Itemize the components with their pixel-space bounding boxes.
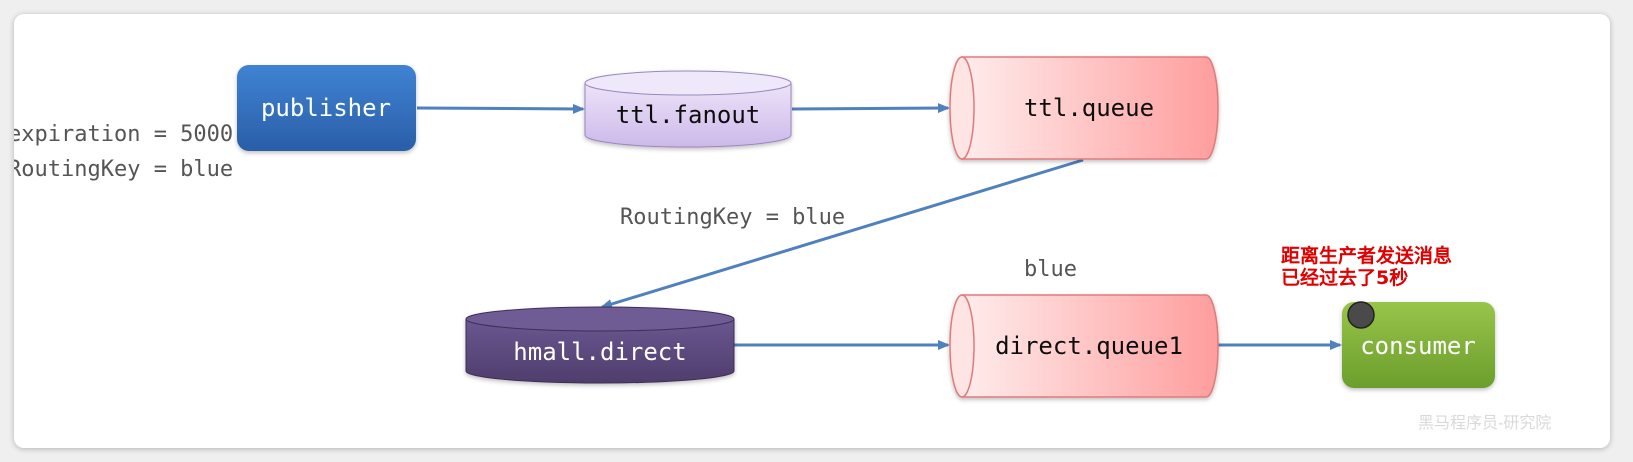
publisher-label: publisher: [261, 94, 391, 122]
consumer-label: consumer: [1360, 332, 1476, 360]
direct-queue1-label: direct.queue1: [995, 332, 1183, 360]
binding-key-label: blue: [1024, 257, 1077, 282]
diagram-svg: publisher ttl.fanout ttl.queue hmall.dir…: [237, 56, 1495, 398]
publisher-node: publisher: [237, 65, 416, 151]
ttl-queue-node: ttl.queue: [949, 56, 1219, 160]
ttl-queue-label: ttl.queue: [1024, 94, 1154, 122]
message-dot-icon: [1347, 301, 1375, 329]
hmall-direct-label: hmall.direct: [513, 338, 686, 366]
note-line-1: 距离生产者发送消息: [1281, 245, 1453, 267]
note-line-2: 已经过去了5秒: [1281, 267, 1409, 289]
routing-key-deadletter-label: RoutingKey = blue: [620, 205, 846, 230]
direct-queue1-node: direct.queue1: [949, 294, 1219, 398]
arrow-ttl-queue-to-hmall-direct: [600, 158, 1084, 309]
hmall-direct-exchange: hmall.direct: [465, 306, 735, 384]
ttl-fanout-label: ttl.fanout: [616, 101, 761, 129]
arrow-publisher-to-ttl-fanout: [416, 103, 585, 114]
consumer-node: consumer: [1342, 302, 1495, 388]
diagram-canvas: publisher ttl.fanout ttl.queue hmall.dir…: [14, 14, 1610, 448]
watermark: 黑马程序员-研究院: [1418, 413, 1552, 432]
ttl-fanout-exchange: ttl.fanout: [584, 70, 792, 148]
expiration-label: expiration = 5000: [14, 122, 234, 147]
arrow-ttl-fanout-to-ttl-queue: [791, 103, 950, 114]
elapsed-time-note: 距离生产者发送消息 已经过去了5秒: [1281, 245, 1452, 289]
routing-key-message-label: RoutingKey = blue: [14, 157, 234, 182]
